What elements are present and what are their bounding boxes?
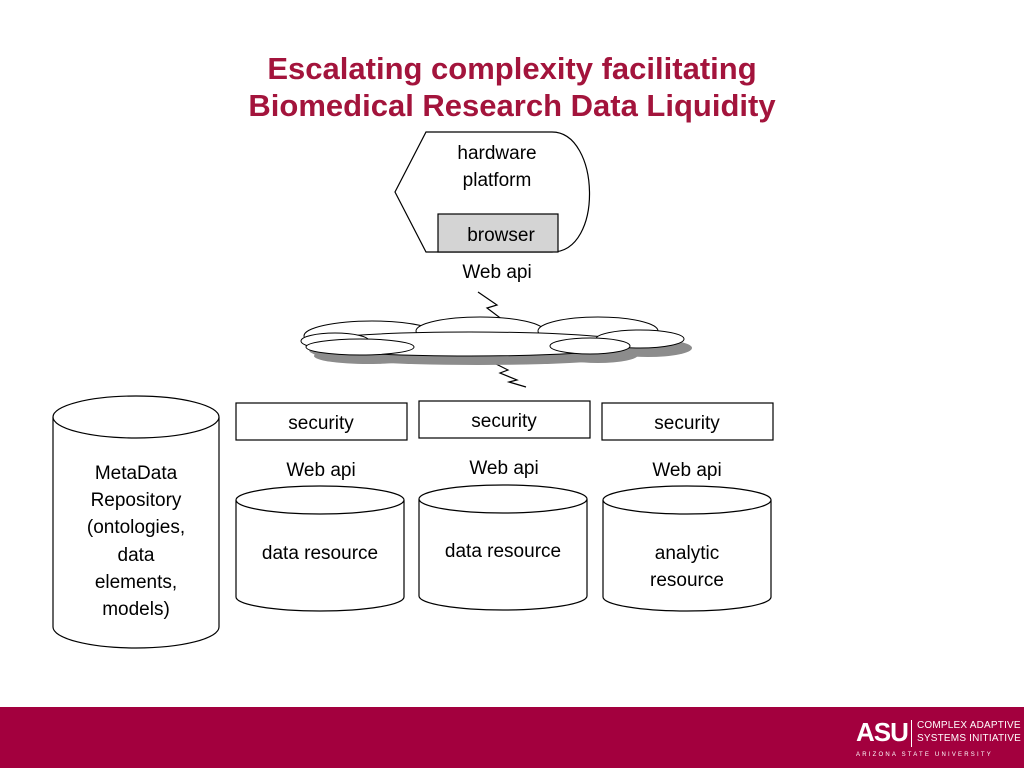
asu-logo: ASU Complex Adaptive Systems Initiative … <box>856 717 1021 761</box>
metadata-line: elements, <box>95 572 177 593</box>
asu-logo-mark: ASU <box>856 717 909 747</box>
title-line-2: Biomedical Research Data Liquidity <box>248 88 776 123</box>
security-box <box>418 400 591 439</box>
client-web-api-label: Web api <box>462 262 531 283</box>
title-line-1: Escalating complexity facilitating <box>267 51 757 86</box>
metadata-repository-cylinder: MetaData Repository (ontologies, data el… <box>52 395 220 649</box>
logo-name-line-2: Systems Initiative <box>917 733 1021 744</box>
metadata-line: models) <box>102 599 170 620</box>
metadata-line: (ontologies, <box>87 517 185 538</box>
resource-column: security Web api data resource <box>418 400 591 611</box>
security-label: security <box>654 413 720 434</box>
resource-label: analytic <box>655 543 719 564</box>
data-resource-cylinder <box>235 485 405 612</box>
resource-web-api-label: Web api <box>652 460 721 481</box>
footer-bar: ASU Complex Adaptive Systems Initiative … <box>0 707 1024 768</box>
security-label: security <box>471 411 537 432</box>
resource-web-api-label: Web api <box>469 458 538 479</box>
cloud-body <box>300 316 685 357</box>
logo-university: ARIZONA STATE UNIVERSITY <box>856 752 993 758</box>
resource-column: security Web api data resource <box>235 402 408 612</box>
resource-column: security Web api analytic resource <box>601 402 774 612</box>
logo-name-line-1: Complex Adaptive <box>917 720 1021 731</box>
metadata-line: data <box>118 545 155 566</box>
resource-label: resource <box>650 570 724 591</box>
platform-label-line-2: platform <box>463 170 532 191</box>
architecture-diagram: hardware platform browser Web api <box>52 131 774 649</box>
resource-web-api-label: Web api <box>286 460 355 481</box>
lightning-connector-bottom <box>491 361 527 388</box>
slide-title: Escalating complexity facilitating Biome… <box>0 50 1024 124</box>
browser-box <box>437 213 559 253</box>
security-label: security <box>288 413 354 434</box>
resource-label: data resource <box>262 543 378 564</box>
logo-name: Complex Adaptive Systems Initiative <box>917 719 1021 745</box>
metadata-line: MetaData <box>95 463 178 484</box>
platform-label-line-1: hardware <box>457 143 536 164</box>
metadata-line: Repository <box>91 490 182 511</box>
data-resource-cylinder <box>418 484 588 611</box>
security-box <box>235 402 408 441</box>
browser-label: browser <box>467 225 535 246</box>
security-box <box>601 402 774 441</box>
resource-label: data resource <box>445 541 561 562</box>
analytic-resource-cylinder <box>602 485 772 612</box>
hardware-platform: hardware platform browser <box>394 131 591 253</box>
logo-divider <box>911 720 912 747</box>
network-cloud <box>300 316 692 365</box>
